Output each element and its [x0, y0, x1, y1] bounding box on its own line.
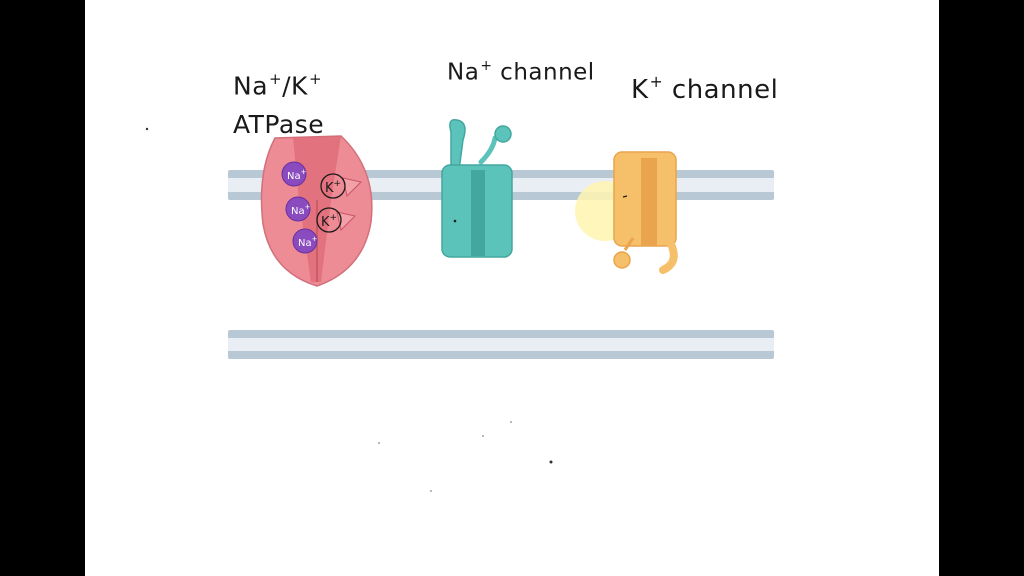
sodium-ion-3: Na+ — [293, 229, 318, 253]
membrane-diagram: Na+ Na+ Na+ K+ K+ — [85, 0, 939, 576]
sodium-ion-1: Na+ — [282, 162, 307, 186]
sodium-potassium-pump: Na+ Na+ Na+ K+ K+ — [262, 136, 372, 286]
sodium-channel — [442, 120, 512, 257]
lower-membrane — [228, 330, 774, 359]
sodium-ion-2: Na+ — [286, 197, 311, 221]
drawing-canvas: Na+/K+ ATPase Na+ channel K+ channel Na+ — [85, 0, 939, 576]
potassium-channel — [575, 152, 676, 270]
